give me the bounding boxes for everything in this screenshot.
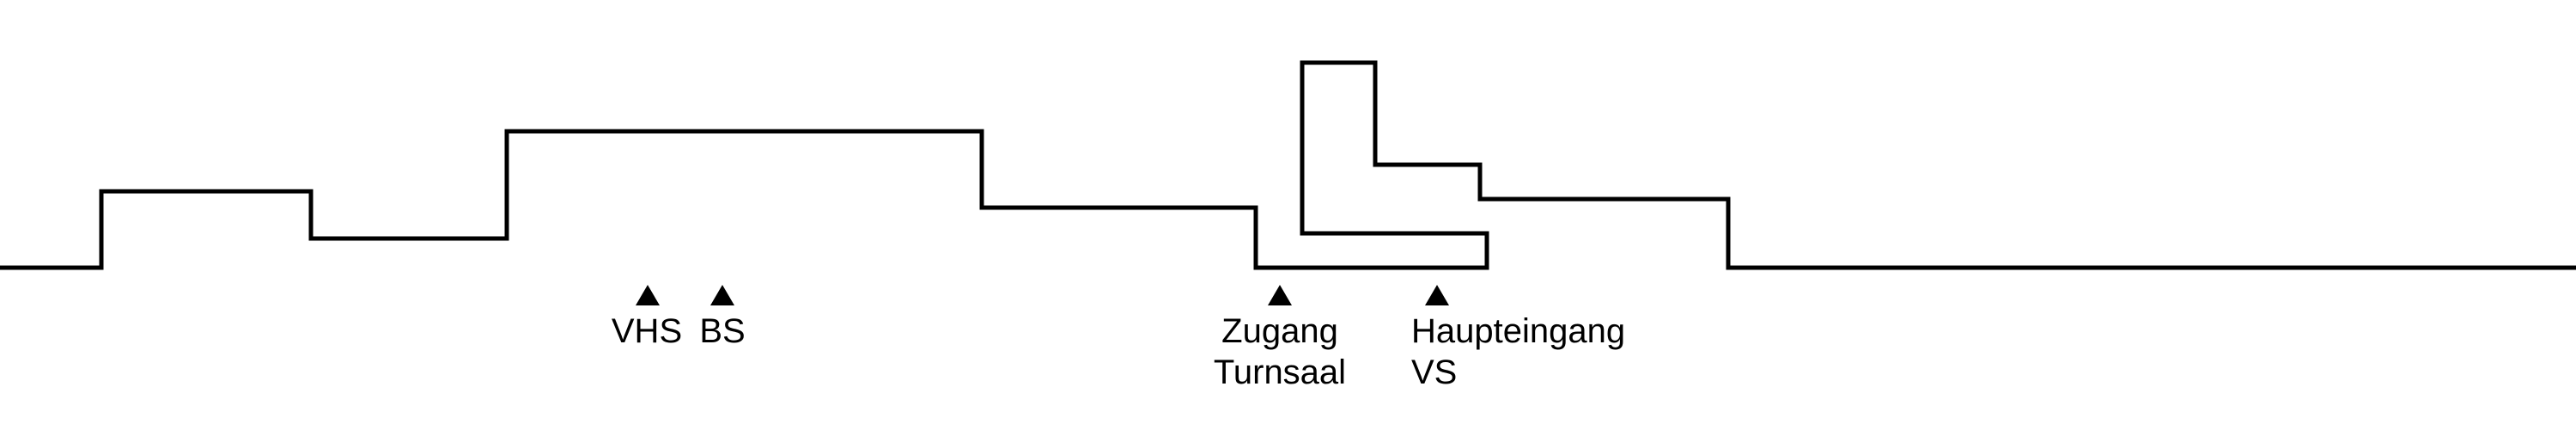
entrance-label-turnsaal: Turnsaal	[1214, 353, 1346, 391]
building-outline	[0, 60, 2576, 270]
entrance-label-vs: VS	[1411, 353, 1457, 391]
entrance-label-haupteingang: Haupteingang	[1411, 312, 1625, 350]
entrance-label-vhs: VHS	[612, 312, 682, 350]
entrance-marker-bs	[710, 285, 734, 305]
entrance-marker-haupteingang-vs	[1425, 285, 1449, 305]
entrance-label-bs: BS	[699, 312, 745, 350]
entrance-label-zugang: Zugang	[1221, 312, 1338, 350]
entrance-marker-zugang-turnsaal	[1268, 285, 1292, 305]
entrance-marker-vhs	[636, 285, 660, 305]
